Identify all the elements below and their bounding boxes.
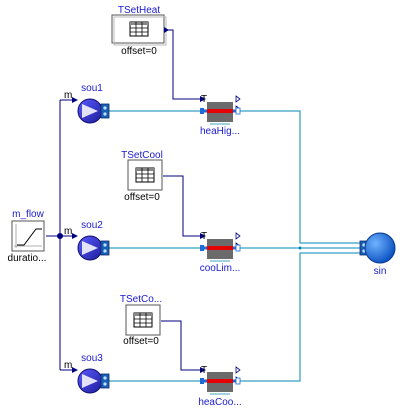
coo-lim-t-label: T [201,231,207,242]
tset-cool-param: offset=0 [124,192,160,203]
hea-coo-name: heaCoo... [198,397,241,408]
tset-co-name: TSetCo... [120,294,162,305]
m-flow-block[interactable]: m_flow duratio... [8,209,47,264]
hx-port-a [200,378,204,384]
table-icon [129,21,149,37]
hx-port-a [200,108,204,114]
hea-coo-output-icon [235,366,241,374]
sou3-name: sou3 [81,353,103,364]
fluid-port-icon [100,373,110,389]
hx-port-b [235,244,241,252]
m-flow-name: m_flow [12,209,44,220]
coo-lim-block[interactable]: T cooLim... [200,231,241,274]
tset-cool-block[interactable]: TSetCool offset=0 [121,150,163,203]
sou3-port-label: m [64,360,72,371]
sou2-name: sou2 [81,220,103,231]
source-triangle [82,104,98,118]
sin-name: sin [374,266,387,277]
sou1-block[interactable]: sou1 m [64,83,110,124]
hea-coo-block[interactable]: T heaCoo... [198,365,241,408]
table-icon [135,167,155,183]
hx-port-b [235,107,241,115]
signal-line-tsetco [161,320,202,371]
sink-icon [364,232,396,264]
table-icon [133,312,153,328]
tset-cool-name: TSetCool [121,150,163,161]
m-flow-param: duratio... [8,253,47,264]
m-flow-frame [11,220,45,252]
signal-line-tsetcool [163,175,202,237]
hea-coo-t-label: T [201,365,207,376]
coo-lim-name: cooLim... [200,263,241,274]
source-triangle [82,241,98,255]
tset-heat-block[interactable]: TSetHeat offset=0 [111,5,169,57]
sou2-port-label: m [64,226,72,237]
hea-hig-block[interactable]: T heaHig... [200,94,241,137]
sin-block[interactable]: sin [359,232,396,277]
hx-port-a [200,245,204,251]
fluid-line-heacoo-sin [240,252,362,382]
arrowhead-heahig [200,96,206,102]
sou2-block[interactable]: sou2 m [64,220,110,261]
hea-hig-output-icon [235,95,241,103]
tset-co-block[interactable]: TSetCo... offset=0 [120,294,162,347]
sou1-name: sou1 [81,83,103,94]
sink-junction-dot [298,246,302,250]
coo-lim-output-icon [235,232,241,240]
hea-hig-name: heaHig... [200,126,240,137]
source-triangle [82,374,98,388]
arrowhead-sou1 [72,97,78,103]
signal-arrowheads [72,96,206,373]
arrowhead-sou2 [72,233,78,239]
hx-port-b [235,377,241,385]
signal-line-tsetheat [165,29,202,100]
ramp-icon [14,224,42,248]
arrowhead-sou3 [72,367,78,373]
signal-junction-dot [57,233,63,239]
sou1-port-label: m [64,90,72,101]
tset-co-param: offset=0 [123,336,159,347]
arrowhead-heacoo [200,367,206,373]
fluid-port-icon [100,103,110,119]
hea-hig-t-label: T [201,94,207,105]
fluid-line-heahig-sin [240,110,362,244]
tset-heat-param: offset=0 [121,46,157,57]
arrowhead-coolim [200,233,206,239]
hx-red-stripe [207,109,233,113]
tset-heat-output-icon [164,27,169,33]
sou3-block[interactable]: sou3 m [64,353,110,394]
hx-red-stripe [207,246,233,250]
hx-red-stripe [207,379,233,383]
tset-heat-name: TSetHeat [118,5,160,16]
fluid-port-icon [100,240,110,256]
